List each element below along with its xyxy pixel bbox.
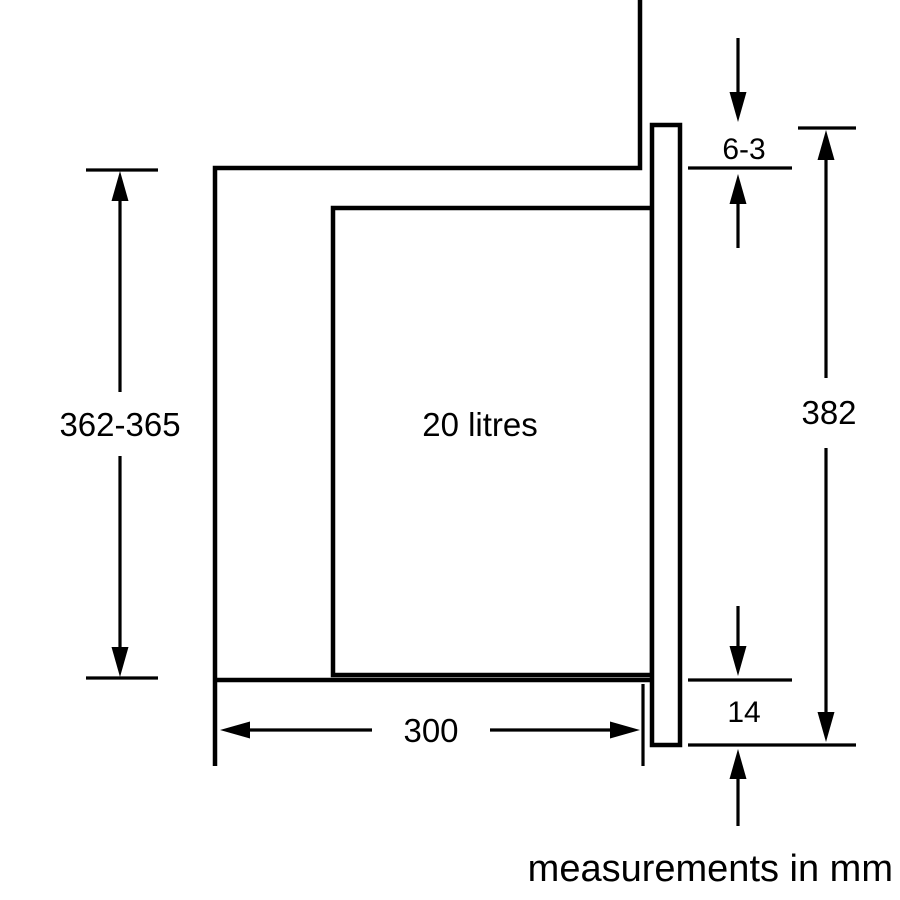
front-frame [649,122,683,748]
microwave-body [330,205,655,678]
units-note: measurements in mm [528,848,893,890]
cabinet-wall-top-left-path [212,0,643,766]
niche-depth-label: 300 [403,712,458,749]
capacity-label: 20 litres [422,406,538,443]
niche-height-arrow-up-icon [111,171,129,201]
extension-lines [86,126,856,747]
front-height-label: 382 [801,394,856,431]
niche-height-arrow-down-icon [111,647,129,677]
niche-depth-arrow-left-icon [220,721,250,739]
top-gap-arrow-down-icon [729,92,747,122]
top-gap-label: 6-3 [722,133,765,166]
bottom-gap-arrow-down-icon [729,646,747,676]
front-height-arrow-up-icon [817,130,835,160]
front-height-arrow-down-icon [817,712,835,742]
cabinet-outline [212,0,652,766]
top-gap-dimension: 6-3 [722,38,766,248]
bottom-gap-label: 14 [727,696,760,729]
niche-height-dimension: 362-365 [59,171,181,677]
front-height-dimension: 382 [801,130,857,742]
bottom-gap-dimension: 14 [727,606,761,826]
bottom-gap-arrow-up-icon [729,749,747,779]
niche-depth-dimension: 300 [220,712,640,749]
top-gap-arrow-up-icon [729,174,747,204]
niche-depth-arrow-right-icon [610,721,640,739]
niche-height-label: 362-365 [59,406,180,443]
